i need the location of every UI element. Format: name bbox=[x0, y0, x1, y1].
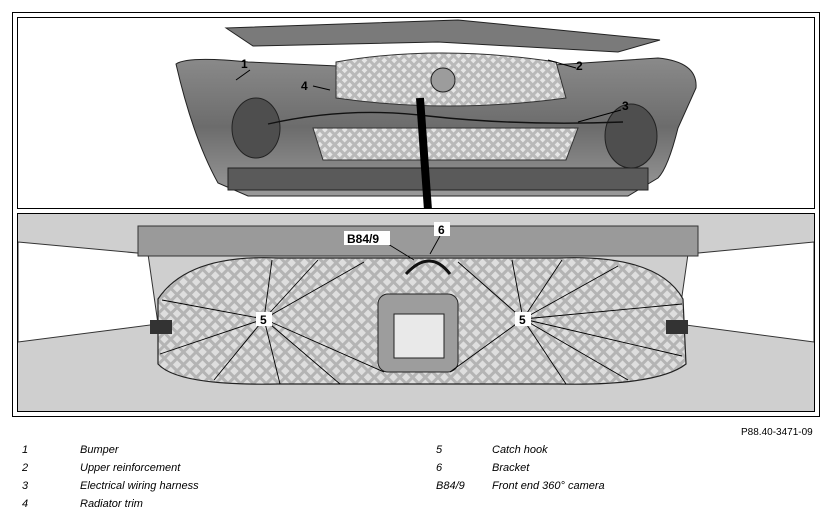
legend-number: B84/9 bbox=[436, 480, 465, 492]
legend-number: 4 bbox=[22, 498, 29, 510]
legend-right: 5 Catch hook 6 Bracket B84/9 Front end 3… bbox=[436, 444, 816, 498]
callout-5-right: 5 bbox=[519, 313, 526, 327]
legend-text: Bracket bbox=[492, 462, 530, 474]
legend-number: 3 bbox=[22, 480, 29, 492]
callout-5-left: 5 bbox=[260, 313, 267, 327]
callout-6: 6 bbox=[438, 223, 445, 237]
figure-frame: 1 2 3 4 bbox=[12, 12, 820, 417]
callout-1: 1 bbox=[241, 57, 248, 71]
radiator-trim-detail-panel: 5 5 6 B84/9 bbox=[17, 213, 815, 412]
callout-3: 3 bbox=[622, 99, 629, 113]
legend-number: 1 bbox=[22, 444, 29, 456]
callout-b84-9: B84/9 bbox=[347, 232, 379, 246]
callout-4: 4 bbox=[301, 79, 308, 93]
legend-left: 1 Bumper 2 Upper reinforcement 3 Electri… bbox=[22, 444, 402, 516]
legend-number: 6 bbox=[436, 462, 443, 474]
figure-reference-code: P88.40-3471-09 bbox=[741, 427, 813, 438]
bumper-overview-panel: 1 2 3 4 bbox=[17, 17, 815, 209]
callout-2: 2 bbox=[576, 59, 583, 73]
legend-text: Bumper bbox=[80, 444, 119, 456]
legend-text: Electrical wiring harness bbox=[80, 480, 199, 492]
legend-text: Catch hook bbox=[492, 444, 548, 456]
radiator-trim-detail-drawing: 5 5 6 B84/9 bbox=[18, 214, 814, 411]
legend-number: 2 bbox=[22, 462, 29, 474]
legend-text: Upper reinforcement bbox=[80, 462, 181, 474]
bumper-overview-drawing: 1 2 3 4 bbox=[175, 19, 697, 208]
legend-text: Radiator trim bbox=[80, 498, 143, 510]
legend-number: 5 bbox=[436, 444, 443, 456]
legend-text: Front end 360° camera bbox=[492, 480, 605, 492]
